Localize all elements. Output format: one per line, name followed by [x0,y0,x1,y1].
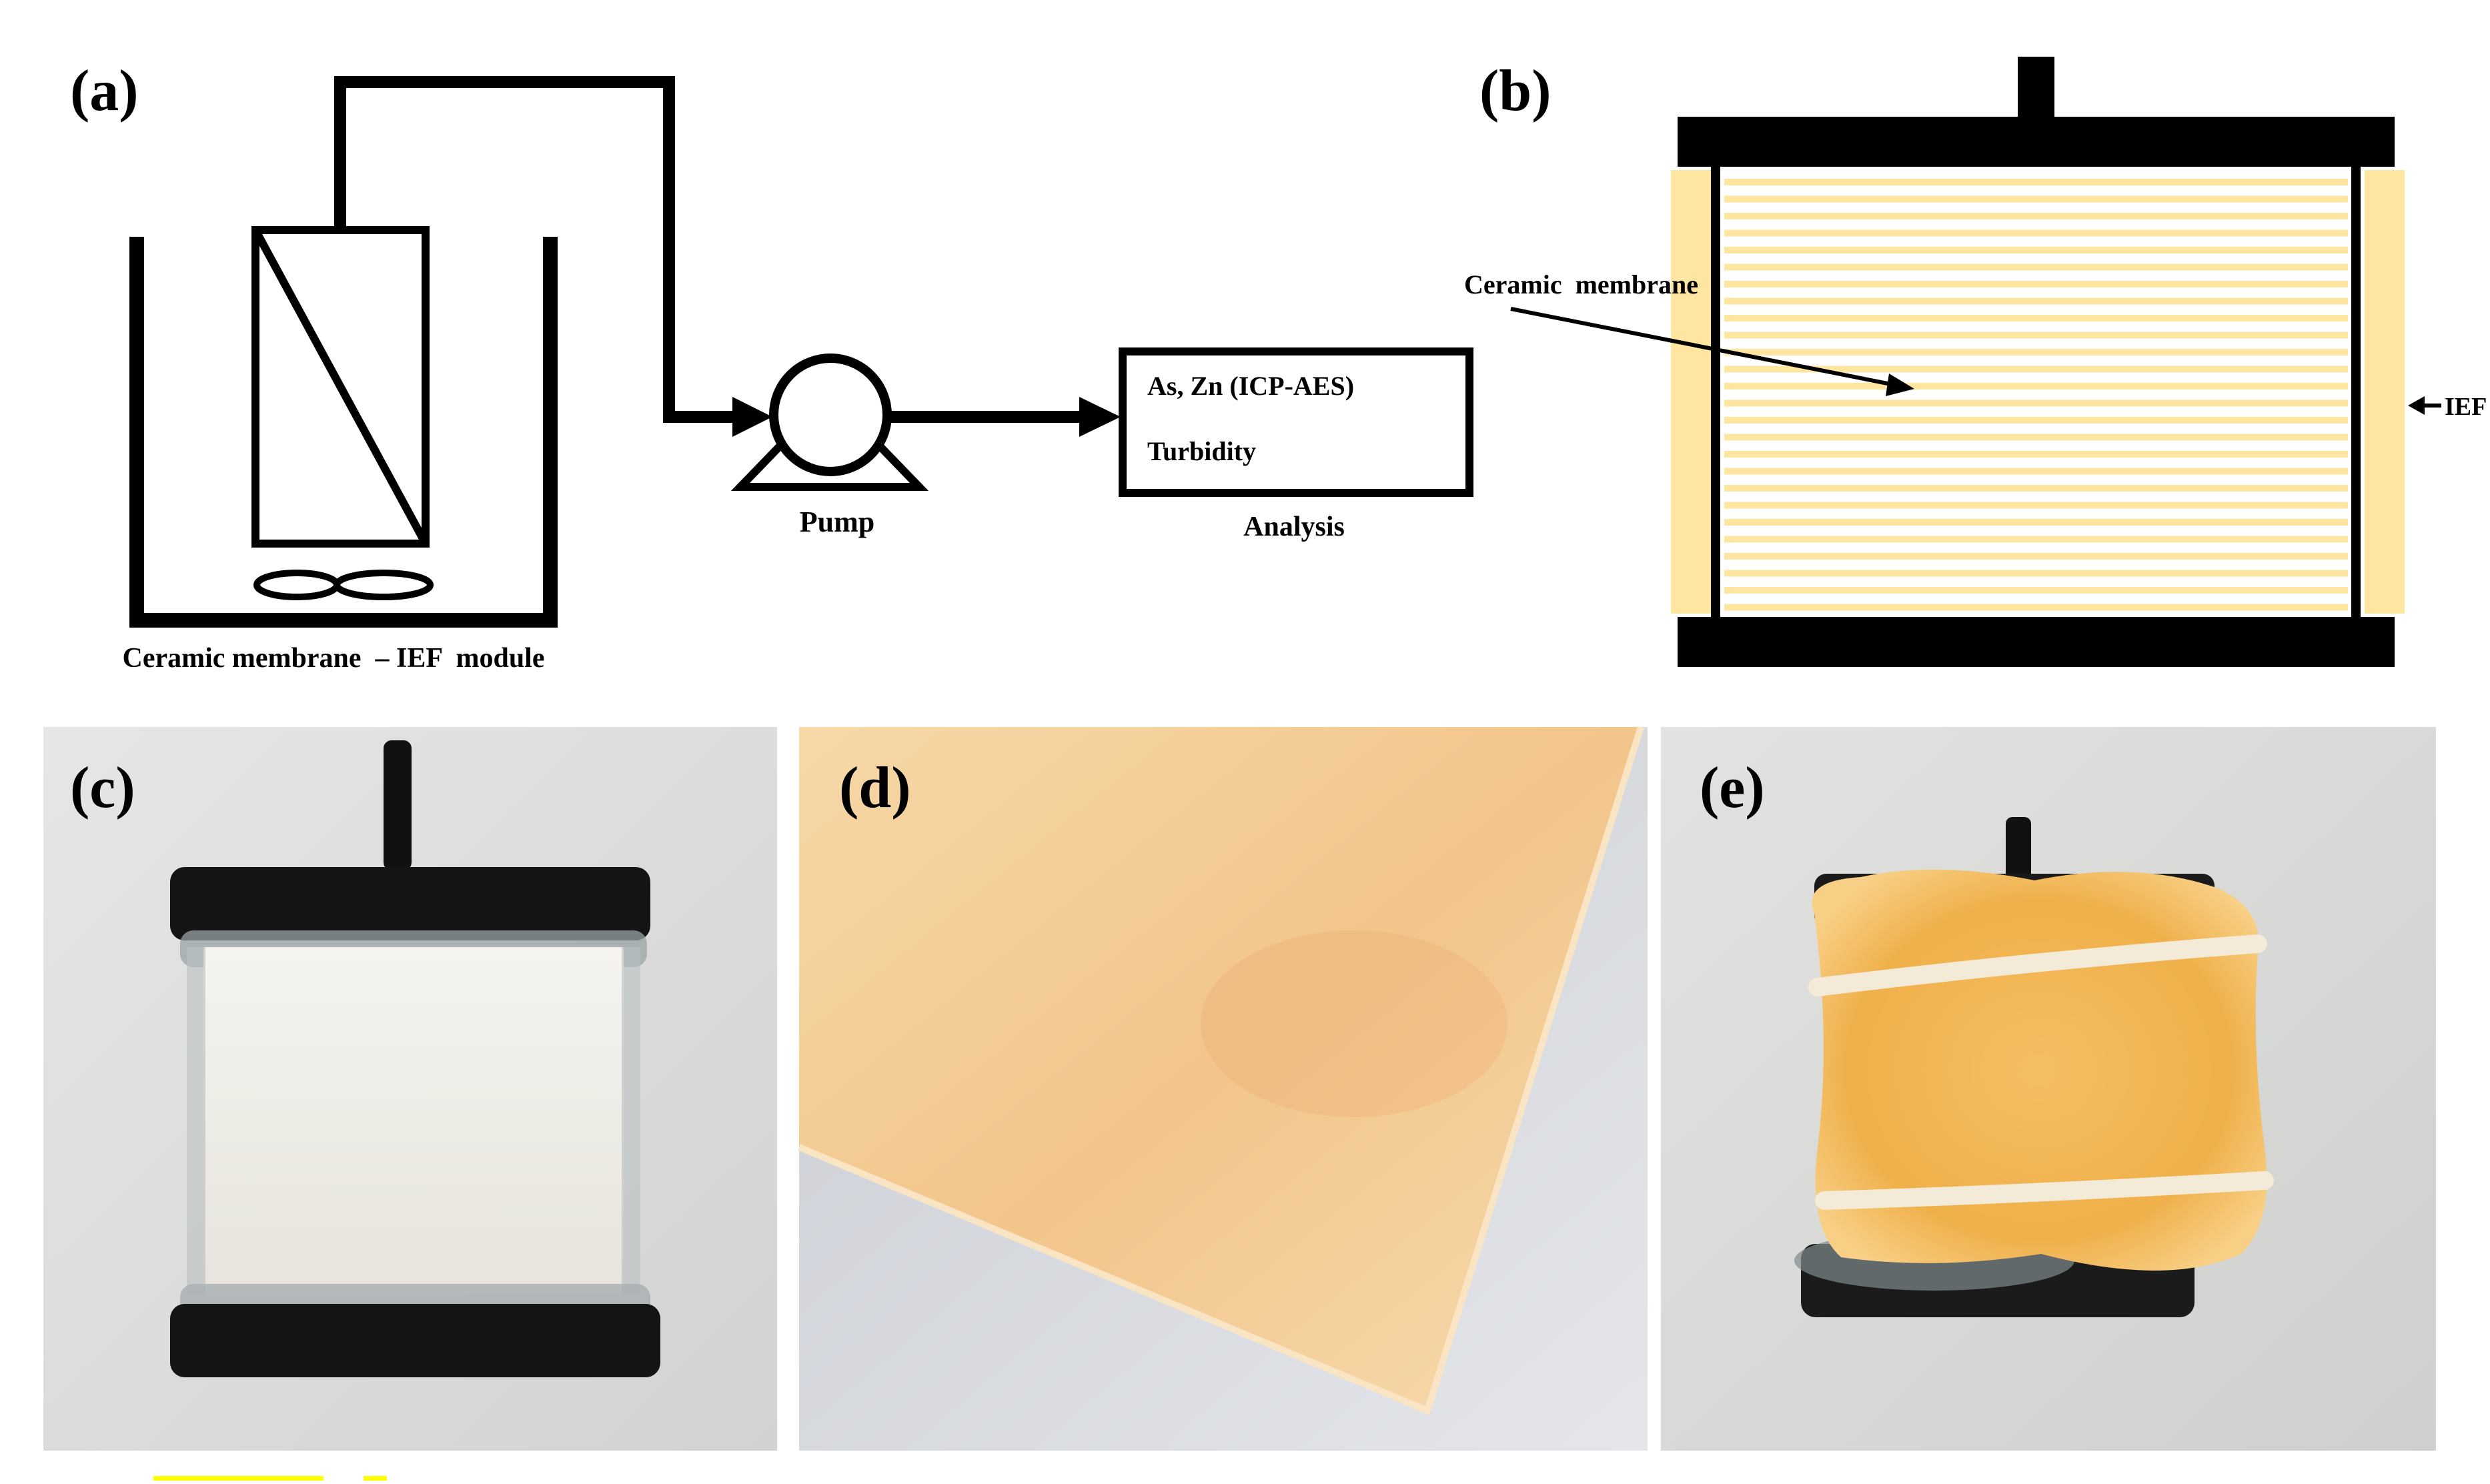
outlet-tube [384,740,412,870]
ief-wrap [1812,869,2267,1271]
membrane-channel [1724,365,2348,373]
suction-pipe [334,76,740,423]
felt-edge [798,726,1644,1415]
panel-c-label: (c) [70,756,135,820]
membrane-channel [1724,519,2348,526]
membrane-channel [1724,281,2348,287]
pump-label: Pump [800,506,874,538]
stirrer-blade-right [334,570,434,600]
membrane-channel [1724,331,2348,339]
membrane-channels [1724,179,2348,611]
cable-tie-top [1808,934,2267,996]
sealant-right [622,947,640,1294]
ief-arrow-head [2408,396,2425,415]
membrane-arrow-head [1886,374,1914,396]
panel-a-label: (a) [70,59,139,123]
panel-a-schematic: (a) Pump As, Zn (ICP-AES) Turbidity Anal… [70,59,1473,674]
membrane-channel [1724,502,2348,509]
cable-tie-bottom [1815,1171,2274,1210]
arrow-to-analysis [1079,397,1121,437]
membrane-channel [1724,451,2348,458]
panel-d-label: (d) [839,756,911,820]
panel-b-cross-section: (b) Ceramic membrane IEF [1464,57,2487,667]
analysis-item-turbidity: Turbidity [1147,436,1256,466]
membrane-channel [1724,213,2348,219]
frame-right [2351,167,2361,617]
analysis-box [1119,347,1473,497]
membrane-channel [1724,536,2348,543]
analysis-caption: Analysis [1243,512,1345,542]
panel-e-photo: (e) [1661,727,2436,1451]
membrane-label: Ceramic membrane [1464,269,1698,299]
ief-strip-left [1671,170,1711,614]
membrane-channel [1724,434,2348,441]
membrane-arrow-line [1510,307,1895,387]
membrane-channel [1724,485,2348,492]
membrane-channel [1724,468,2348,475]
scale-bar-visible [153,1476,324,1481]
frame-left [1711,167,1720,617]
membrane-channel [1724,400,2348,407]
membrane-channel [1724,195,2348,203]
membrane-channel [1724,349,2348,355]
panel-c-photo: (c) [43,727,777,1451]
felt-shading [1201,930,1507,1117]
membrane-channel [1724,417,2348,424]
stirrer-blade-left [253,570,340,600]
scale-bar-tick-visible [364,1476,387,1481]
membrane-channel [1724,179,2348,185]
sealant-left [187,947,205,1294]
ief-strip-right [2365,170,2405,614]
bottom-cap-photo [170,1304,660,1377]
ceramic-membrane-plate [203,947,624,1294]
membrane-channel [1724,383,2348,390]
outlet-tube-e [2006,817,2031,890]
membrane-diagonal [251,228,430,546]
membrane-channel [1724,247,2348,253]
ief-label: IEF [2445,393,2487,421]
panel-e-label: (e) [1700,756,1765,820]
outlet-nozzle [2018,57,2054,120]
top-cap-photo [170,867,650,940]
tank [129,237,558,628]
panel-d-photo: (d) [798,726,1648,1451]
membrane-channel [1724,229,2348,237]
arrow-to-pump [732,397,772,437]
membrane-channel [1724,263,2348,271]
membrane-channel [1724,604,2348,611]
panel-b-label: (b) [1479,59,1551,123]
bottom-cap [1678,617,2395,667]
module-caption: Ceramic membrane – IEF module [123,643,545,674]
ief-felt-sheet [799,727,1641,1411]
membrane-channel [1724,297,2348,305]
membrane-channel [1724,553,2348,560]
top-cap [1678,117,2395,167]
membrane-channel [1724,570,2348,577]
analysis-item-metals: As, Zn (ICP-AES) [1147,371,1354,401]
membrane-channel [1724,587,2348,594]
membrane-channel [1724,315,2348,321]
pump-icon [769,353,892,476]
